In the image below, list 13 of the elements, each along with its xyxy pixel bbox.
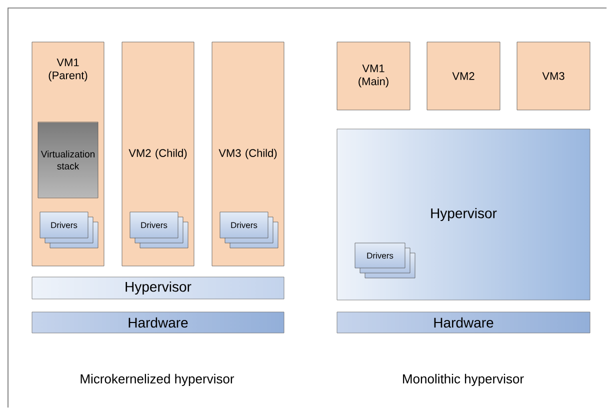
- drivers-stack: Drivers: [354, 242, 416, 278]
- hypervisor-bar: Hypervisor: [32, 276, 284, 300]
- vm-box: VM2: [426, 42, 500, 110]
- caption-label: Microkernelized hypervisor: [80, 374, 234, 386]
- hardware-bar: Hardware: [336, 312, 590, 334]
- drivers-stack: Drivers: [220, 212, 278, 248]
- vm-box: VM3: [516, 42, 590, 110]
- vm-box: VM1 (Main): [336, 42, 410, 110]
- virtualization-stack-box: Virtualization stack: [38, 122, 98, 198]
- drivers-stack: Drivers: [130, 212, 188, 248]
- caption-label: Monolithic hypervisor: [403, 374, 524, 386]
- hardware-bar: Hardware: [32, 312, 284, 334]
- drivers-stack: Drivers: [40, 212, 98, 248]
